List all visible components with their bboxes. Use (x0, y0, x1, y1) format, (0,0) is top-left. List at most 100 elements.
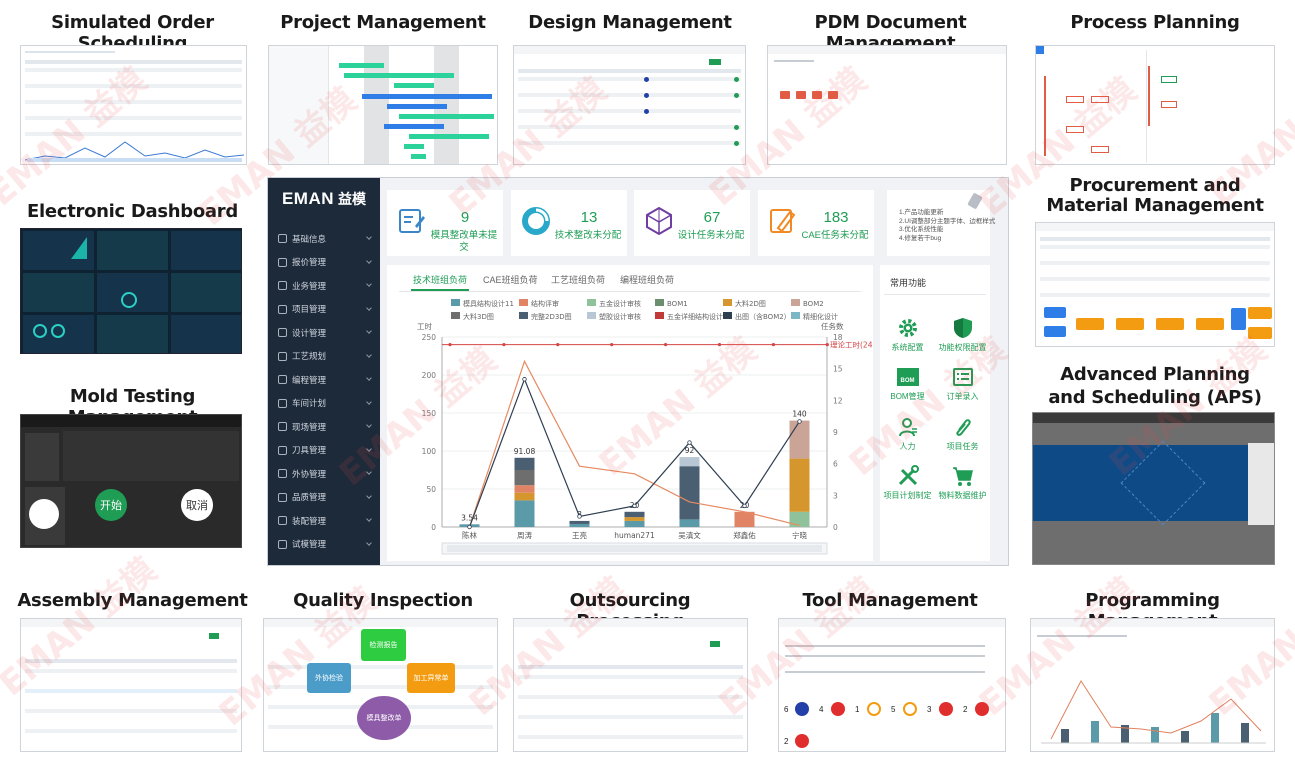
functions-title: 常用功能 (890, 278, 927, 288)
release-note: 4.修复若干bug (899, 234, 942, 242)
func-bom[interactable]: BOM BOM管理 (880, 366, 935, 402)
legend-swatch (519, 299, 528, 306)
bar-segment (679, 466, 700, 520)
tools-icon (898, 465, 919, 486)
chevron-down-icon (366, 422, 372, 428)
thumb-project[interactable] (268, 45, 498, 165)
func-material-data[interactable]: 物料数据维护 (935, 465, 990, 501)
sidebar-item[interactable]: 工艺规划 (268, 345, 380, 369)
legend-swatch (587, 299, 596, 306)
menu-icon (278, 516, 287, 526)
chart-zoom-handle (447, 545, 822, 552)
tile-title-procurement-1: Procurement and (1069, 175, 1241, 196)
proc-chip-9 (1248, 327, 1272, 339)
kpi-card-tech-rectify[interactable]: 13 技术整改未分配 (511, 190, 627, 256)
tile-title-process: Process Planning (1070, 12, 1240, 33)
func-system-config[interactable]: 系统配置 (880, 317, 935, 353)
func-permission-config[interactable]: 功能权限配置 (935, 317, 990, 353)
tab-tech-team-load[interactable]: 技术班组负荷 (413, 275, 468, 285)
x-tick-label: 郑鑫佑 (733, 530, 756, 540)
common-functions-panel: 常用功能 系统配置 功能权限配置 BOM BOM管理 订单录入 人力 项目任务 (880, 265, 990, 561)
thumb-aps[interactable] (1032, 412, 1275, 565)
sidebar-item[interactable]: 报价管理 (268, 251, 380, 275)
legend-label: 五金详细结构设计 (667, 312, 723, 321)
reference-marker (717, 343, 722, 347)
y-tick-left: 0 (431, 523, 436, 532)
legend-swatch (519, 312, 528, 319)
kpi-card-design-task[interactable]: 67 设计任务未分配 (634, 190, 750, 256)
reference-marker (664, 343, 668, 347)
thumb-simulated-order[interactable] (20, 45, 247, 165)
y-tick-left: 200 (422, 371, 437, 380)
menu-icon (278, 304, 287, 314)
thumb-procurement[interactable] (1035, 222, 1275, 347)
legend-swatch (655, 312, 664, 319)
kpi-value: 67 (703, 209, 721, 226)
thumb-process[interactable] (1035, 45, 1275, 165)
functions-divider (884, 294, 986, 295)
chevron-down-icon (366, 492, 372, 499)
bar-segment (789, 511, 810, 527)
sidebar-item[interactable]: 装配管理 (268, 509, 380, 533)
reference-marker (556, 343, 560, 347)
kpi-card-rectify[interactable]: 9 模具整改单未提交 (387, 190, 503, 256)
menu-icon (278, 445, 287, 455)
menu-icon (278, 375, 287, 385)
kpi-value: 13 (580, 209, 598, 226)
func-order-entry[interactable]: 订单录入 (935, 366, 990, 402)
func-project-plan[interactable]: 项目计划制定 (880, 465, 935, 501)
sidebar-item[interactable]: 刀具管理 (268, 439, 380, 463)
thumb-mold-testing[interactable]: 开始 取消 (20, 414, 242, 548)
thumb-design[interactable] (513, 45, 746, 165)
x-tick-label: 宁晓 (792, 530, 807, 540)
func-human-resources[interactable]: 人力 (880, 416, 935, 452)
tab-programming-team-load[interactable]: 编程班组负荷 (620, 275, 675, 285)
proc-chip-3 (1076, 318, 1104, 330)
sidebar-item[interactable]: 试模管理 (268, 533, 380, 557)
sidebar-item[interactable]: 设计管理 (268, 321, 380, 345)
thumb-tool[interactable]: 6 4 1 5 3 2 2 (778, 618, 1006, 752)
x-tick-label: human271 (614, 531, 655, 540)
sidebar-item[interactable]: 基础信息 (268, 227, 380, 251)
sidebar-item[interactable]: 车间计划 (268, 392, 380, 416)
reference-marker (610, 343, 614, 347)
thumb-outsourcing[interactable] (513, 618, 748, 752)
y-tick-right: 3 (833, 491, 838, 500)
sidebar-item[interactable]: 业务管理 (268, 274, 380, 298)
thumb-dashboard[interactable] (20, 228, 242, 354)
logo-cn: 益模 (338, 191, 367, 207)
sidebar-item[interactable]: 编程管理 (268, 368, 380, 392)
chevron-down-icon (366, 469, 372, 475)
mold-start-button[interactable]: 开始 (95, 489, 127, 521)
task-count-point (467, 524, 472, 530)
chevron-down-icon (366, 539, 372, 546)
thumb-programming-chart (1041, 680, 1266, 744)
tab-cae-team-load[interactable]: CAE班组负荷 (483, 275, 538, 285)
func-label: 功能权限配置 (938, 343, 987, 352)
kpi-card-cae-task[interactable]: 183 CAE任务未分配 (758, 190, 874, 256)
mold-cancel-button[interactable]: 取消 (181, 489, 213, 521)
sidebar-item[interactable]: 现场管理 (268, 415, 380, 439)
tab-process-team-load[interactable]: 工艺班组负荷 (551, 275, 606, 285)
thumb-programming[interactable] (1030, 618, 1275, 752)
legend-label: 精细化设计 (803, 312, 838, 321)
legend-label: 大料3D图 (463, 312, 494, 321)
x-tick-label: 周涛 (517, 530, 532, 540)
thumb-pdm[interactable] (767, 45, 1007, 165)
sidebar-item[interactable]: 项目管理 (268, 298, 380, 322)
kpi-label: 设计任务未分配 (677, 230, 745, 241)
y-tick-right: 0 (833, 523, 838, 532)
thumb-assembly[interactable] (20, 618, 242, 752)
thumb-quality[interactable]: 检测报告 外协检验 加工异常单 模具整改单 (263, 618, 498, 752)
sidebar-item[interactable]: 外协管理 (268, 462, 380, 486)
bar-segment (514, 500, 535, 527)
kpi-value: 9 (460, 209, 470, 226)
menu-icon (278, 257, 287, 267)
proc-chip-2 (1044, 326, 1066, 337)
sidebar-item[interactable]: 品质管理 (268, 486, 380, 510)
x-tick-label: 王亮 (572, 530, 587, 540)
release-note: 3.优化系统性能 (899, 226, 944, 233)
func-project-task[interactable]: 项目任务 (935, 416, 990, 452)
chevron-down-icon (366, 351, 372, 358)
